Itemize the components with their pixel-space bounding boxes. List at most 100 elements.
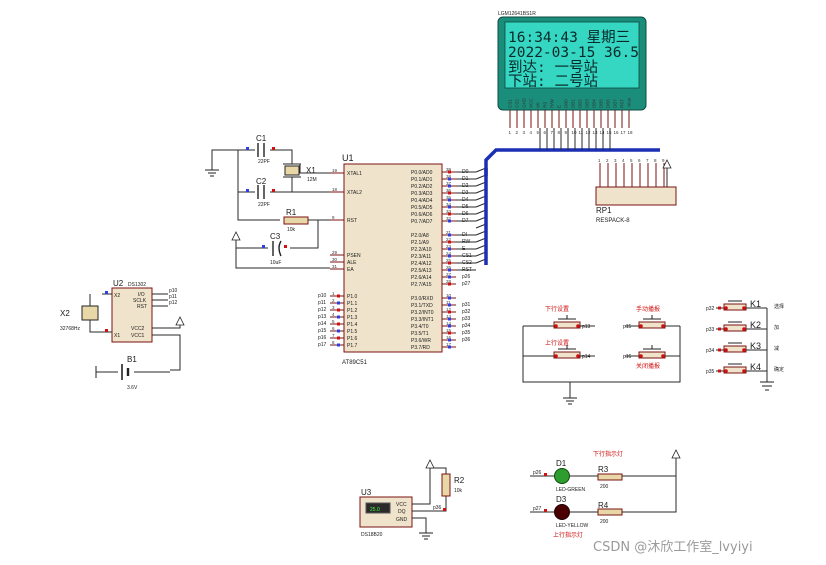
mcu-right-pin-num: 10 xyxy=(446,293,452,298)
lcd-screen xyxy=(504,21,640,89)
mcu-right-pin-name: P3.1/TXD xyxy=(411,303,433,309)
mcu-right-net: p31 xyxy=(462,302,471,308)
lcd-pin-name: DB2 xyxy=(578,99,583,108)
push-button[interactable] xyxy=(553,351,581,359)
mcu-left-pin-name: P1.7 xyxy=(347,343,358,349)
rp1-pin-number: 8 xyxy=(654,158,657,163)
mcu-right-net: p27 xyxy=(462,281,471,287)
key-button[interactable] xyxy=(723,324,747,332)
mcu-left-pin-name: RST xyxy=(347,218,357,224)
mcu-right-net: p32 xyxy=(462,309,471,315)
mcu-right-pin-name: P0.2/AD2 xyxy=(411,184,433,190)
mcu-left-pin-name: EA xyxy=(347,267,354,273)
mcu-right-pin-num: 26 xyxy=(446,265,452,270)
push-button[interactable] xyxy=(553,321,581,329)
led2-net: p27 xyxy=(533,506,542,512)
mcu-right-pin-name: P3.0/RXD xyxy=(411,296,434,302)
c2-ref: C2 xyxy=(256,177,267,186)
key-button[interactable] xyxy=(723,303,747,311)
x2-ref: X2 xyxy=(60,309,70,318)
mcu-left-pin-name: P1.1 xyxy=(347,301,358,307)
rtc-pin-vcc1: VCC1 xyxy=(131,333,145,339)
key-ref: K3 xyxy=(750,341,761,351)
vcc-arrow-icon xyxy=(231,231,241,241)
mcu-left-pin-num: 6 xyxy=(332,326,335,331)
rp1-pin-number: 1 xyxy=(598,158,601,163)
r2-val: 10k xyxy=(454,488,463,494)
mcu-left-pin-num: 4 xyxy=(332,312,335,317)
rp1-ref: RP1 xyxy=(596,206,612,215)
mcu-right-pin-name: P3.4/T0 xyxy=(411,324,429,330)
mcu-right-net: p26 xyxy=(462,274,471,280)
lcd-pin-name: DB0 xyxy=(564,99,569,108)
led1-net: p26 xyxy=(533,470,542,476)
key-button[interactable] xyxy=(723,345,747,353)
r2-ref: R2 xyxy=(454,476,465,485)
crystal-x2 xyxy=(81,305,99,321)
rp1-pin-number: 6 xyxy=(638,158,641,163)
rtc-net-p12: p12 xyxy=(169,300,178,306)
mcu-right-pin-name: P2.5/A13 xyxy=(411,268,432,274)
power-arrow-icon xyxy=(662,159,672,169)
mcu-right-pin-num: 34 xyxy=(446,202,452,207)
key-ref: K1 xyxy=(750,299,761,309)
key-label: 减 xyxy=(774,345,779,352)
mcu-left-pin-num: 3 xyxy=(332,305,335,310)
c3-ref: C3 xyxy=(270,232,281,241)
lcd-pin-name: VCC xyxy=(529,98,534,108)
k-net: p32 xyxy=(706,306,715,312)
mcu-left-pin-num: 18 xyxy=(332,187,338,192)
c1-ref: C1 xyxy=(256,134,267,143)
temp-pin-gnd: GND xyxy=(396,517,408,523)
mcu-right-pin-name: P0.3/AD3 xyxy=(411,191,433,197)
mcu-left-pin-num: 9 xyxy=(332,215,335,220)
key-button[interactable] xyxy=(723,366,747,374)
temp-display-value: 25.0 xyxy=(370,507,380,513)
lcd-pin-number: 12 xyxy=(586,130,592,135)
mcu-left-pin-name: P1.6 xyxy=(347,336,358,342)
mcu-right-pin-num: 24 xyxy=(446,251,452,256)
mcu-right-net: p33 xyxy=(462,316,471,322)
rtc-body xyxy=(111,287,153,343)
r4-ref: R4 xyxy=(598,501,609,510)
lcd-line-2: 2022-03-15 36.5 xyxy=(508,45,639,61)
rp1-pin-number: 3 xyxy=(614,158,617,163)
mcu-left-pin-num: 1 xyxy=(332,291,335,296)
r1-resistor xyxy=(283,216,309,225)
mcu-left-net: p11 xyxy=(318,300,326,306)
btn-label-up-set: 上行设置 xyxy=(545,339,569,347)
mcu-ref: U1 xyxy=(342,153,354,163)
lcd-pin-name: CS1 xyxy=(508,99,513,108)
push-button[interactable] xyxy=(638,321,666,329)
data-bus xyxy=(484,148,660,176)
lcd-pin-number: 1 xyxy=(509,130,512,135)
mcu-right-pin-num: 27 xyxy=(446,272,452,277)
mcu-right-pin-num: 15 xyxy=(446,328,452,333)
lcd-pin-number: 18 xyxy=(628,130,634,135)
mcu-left-pin-name: P1.3 xyxy=(347,315,358,321)
mcu-right-pin-name: P3.2/INT0 xyxy=(411,310,434,316)
rtc-net-p11: p11 xyxy=(169,294,177,300)
button-net: p16 xyxy=(623,354,632,360)
mcu-right-pin-name: P2.3/A11 xyxy=(411,254,431,260)
lcd-pin-number: 8 xyxy=(558,130,561,135)
rtc-pin-sclk: SCLK xyxy=(133,298,147,304)
btn-label-down-set: 下行设置 xyxy=(545,305,569,313)
key-label: 加 xyxy=(774,324,779,331)
lcd-pin-number: 5 xyxy=(537,130,540,135)
mcu-part: AT89C51 xyxy=(342,360,368,366)
lcd-pin-name: DB5 xyxy=(599,99,604,108)
lcd-pin-number: 4 xyxy=(530,130,533,135)
mcu-left-net: p13 xyxy=(318,314,327,320)
led-green-icon xyxy=(554,468,570,484)
c2-val: 22PF xyxy=(258,202,270,208)
mcu-right-pin-name: P2.2/A10 xyxy=(411,247,432,253)
r1-ref: R1 xyxy=(286,208,297,217)
button-net: p13 xyxy=(582,324,591,330)
k-net: p33 xyxy=(706,327,715,333)
push-button[interactable] xyxy=(638,351,666,359)
mcu-left-pin-name: PSEN xyxy=(347,253,361,259)
mcu-right-pin-num: 12 xyxy=(446,307,452,312)
lcd-pin-number: 11 xyxy=(579,130,584,135)
lcd-pin-number: 6 xyxy=(544,130,547,135)
